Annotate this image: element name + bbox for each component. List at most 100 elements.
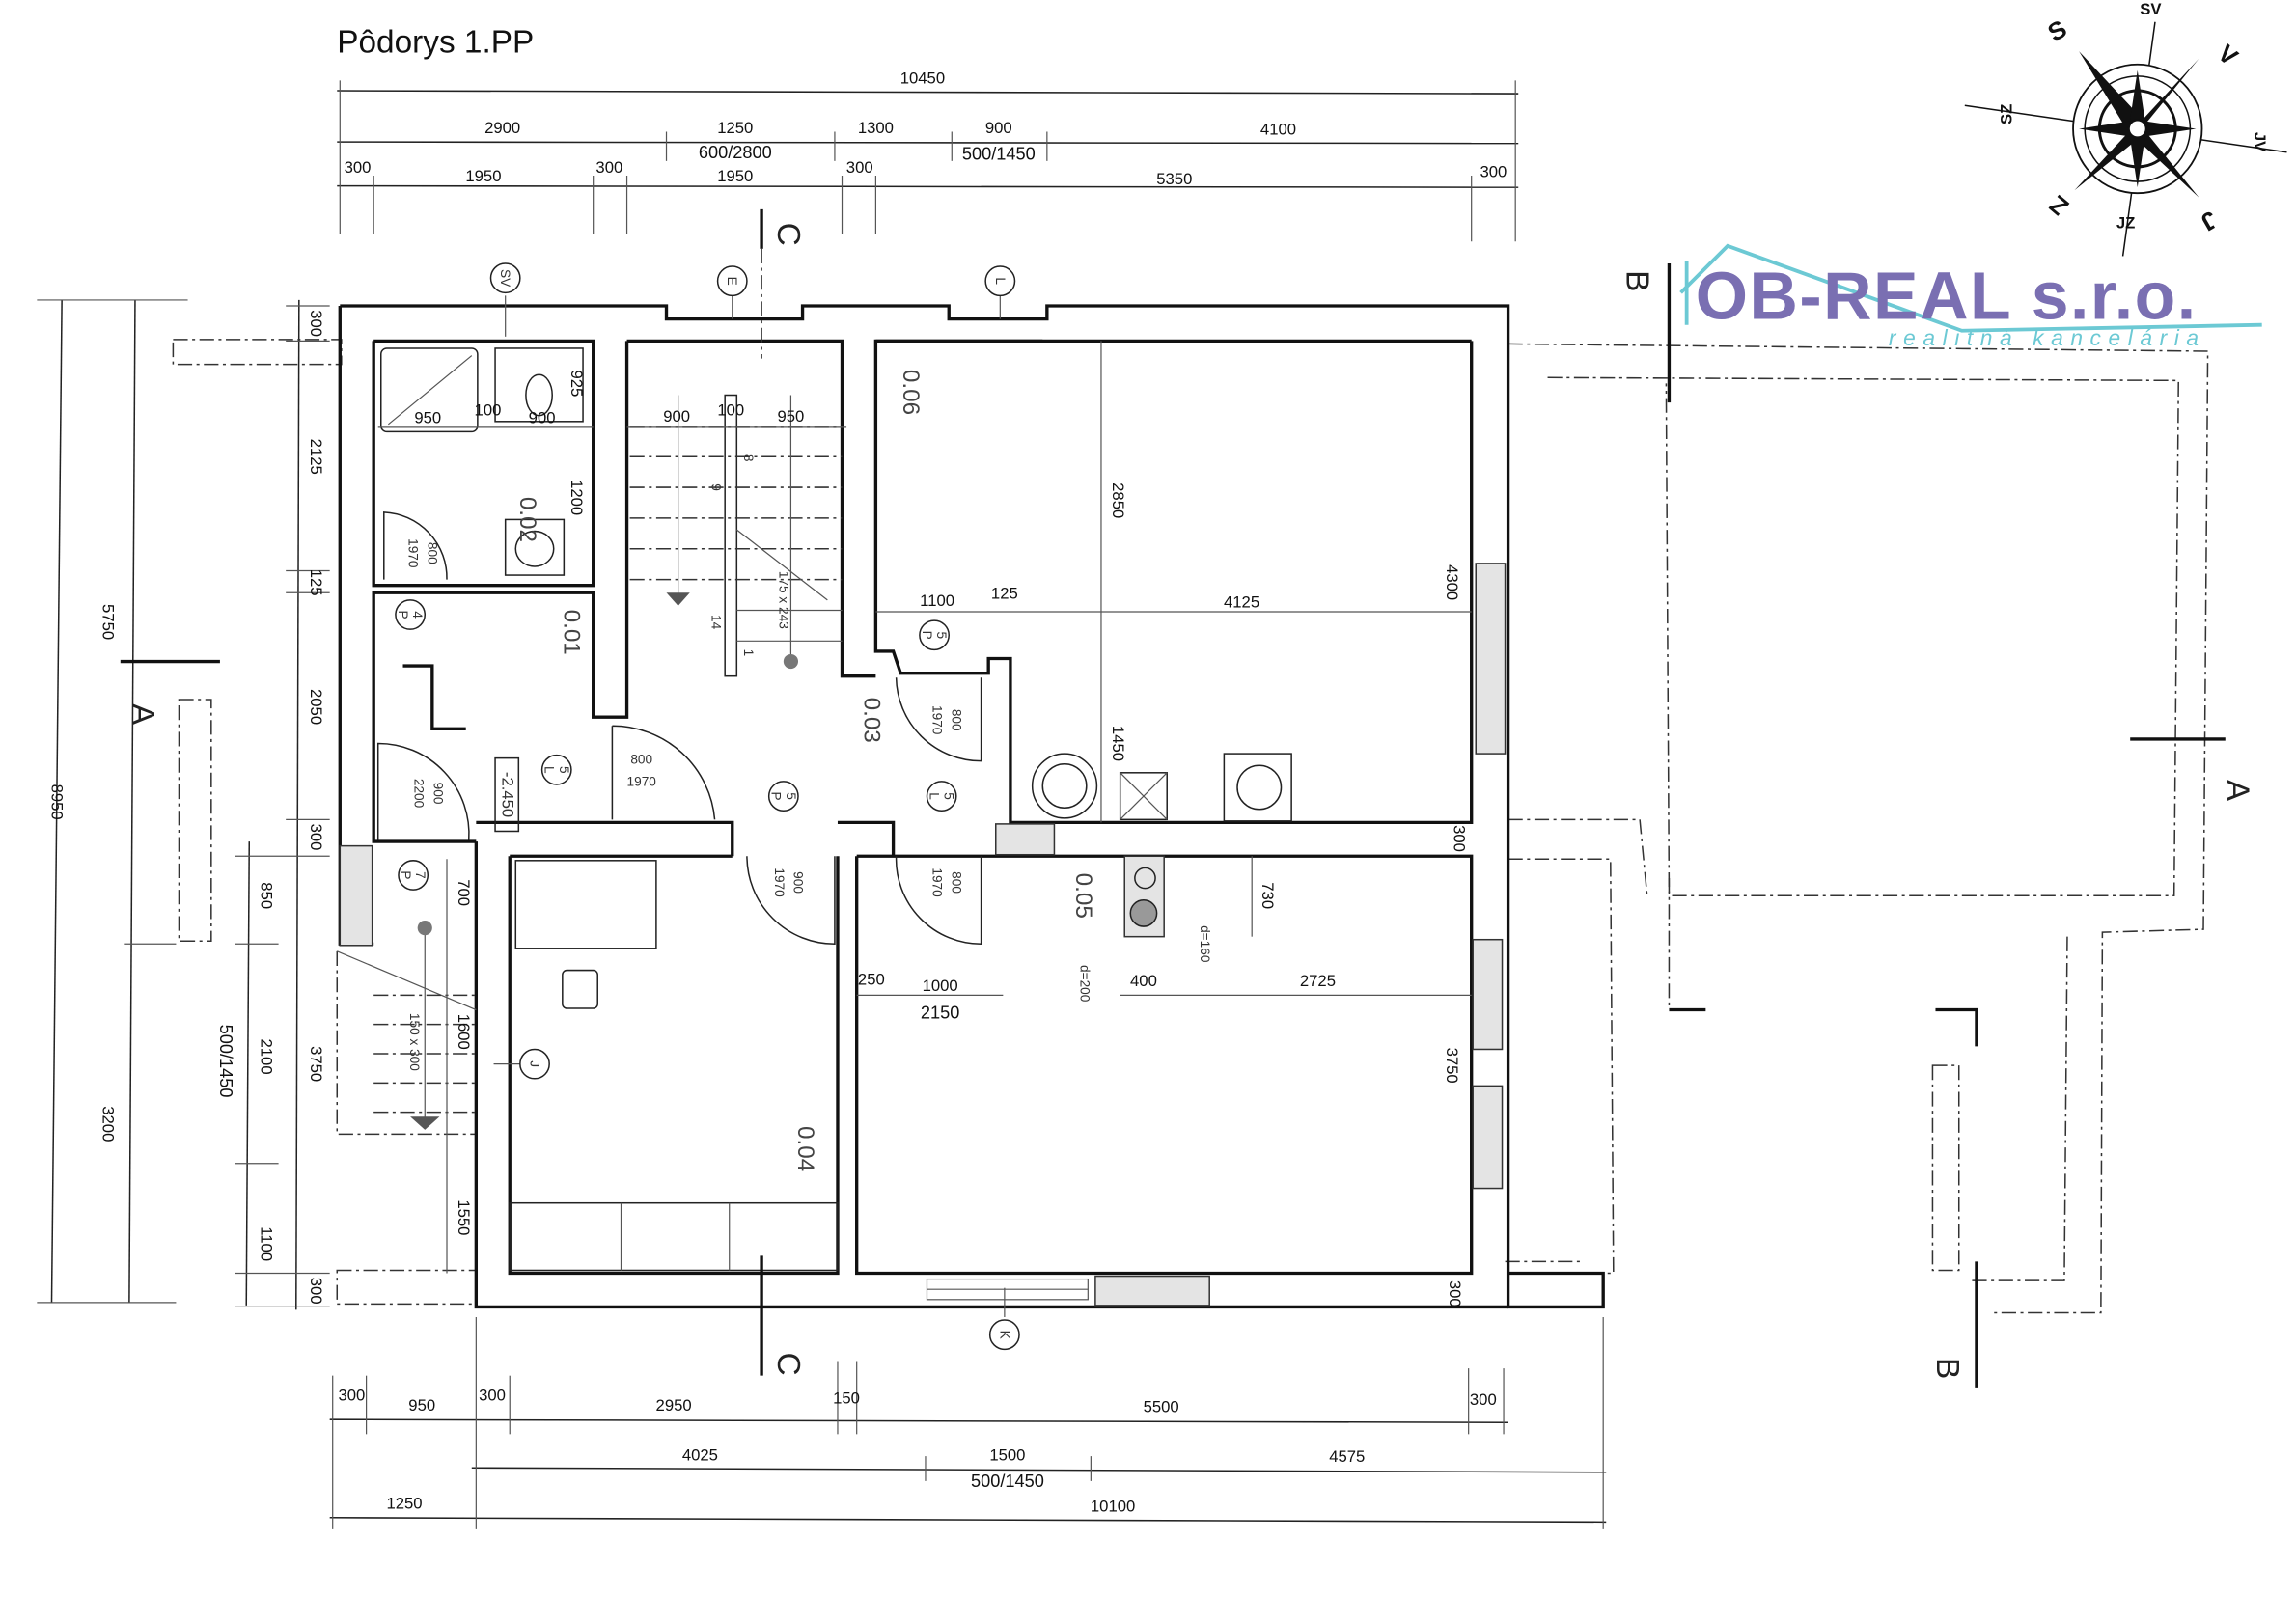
logo-text: OB-REAL s.r.o. — [1696, 259, 2198, 334]
drain — [1119, 772, 1168, 821]
dim-label: 900 — [663, 407, 690, 426]
section-c-top: C — [770, 223, 806, 246]
washing-machine — [1223, 753, 1292, 822]
svg-text:L: L — [993, 277, 1008, 285]
door-size: 1970 — [627, 774, 657, 788]
shower-tray — [380, 347, 479, 433]
svg-text:P: P — [399, 870, 413, 879]
plan-title: Pôdorys 1.PP — [337, 25, 534, 61]
svg-text:P: P — [769, 792, 784, 801]
door-size: 900 — [790, 871, 805, 894]
dim-label: 500/1450 — [962, 144, 1036, 163]
room-005: 0.05 — [1070, 873, 1096, 919]
dim-label: 300 — [307, 310, 325, 337]
dim-label: 1250 — [386, 1495, 422, 1513]
door-size: 1970 — [406, 538, 421, 568]
step-number: 9 — [709, 483, 724, 491]
dim-label: 1100 — [920, 591, 954, 610]
dim-label: 2950 — [656, 1396, 692, 1415]
fixtures — [380, 347, 1292, 1272]
compass-z: Z — [2045, 190, 2074, 221]
room-labels: 0.01 0.02 0.03 0.04 0.05 0.06 -2.450 — [402, 370, 1096, 1171]
left-dimensions: 8950 5750 3200 300 2125 125 2050 300 375… — [37, 299, 330, 1310]
door-size: 800 — [630, 753, 652, 767]
dim-label: 2050 — [307, 689, 325, 725]
svg-text:5: 5 — [934, 631, 949, 639]
dim-label: 3750 — [1443, 1048, 1461, 1084]
axis-marker: SV — [489, 262, 521, 294]
dim-label: 1500 — [989, 1446, 1025, 1465]
compass-rose: S SV V JV J JZ Z SZ — [1964, 0, 2287, 257]
dim-label: 600/2800 — [699, 143, 772, 162]
door-size: 1970 — [930, 867, 945, 897]
dim-label: 850 — [257, 882, 275, 909]
staircase: 900 100 950 175 x 243 8 9 14 1 150 x 300… — [337, 394, 847, 1274]
section-markers: C C A A B B — [120, 208, 2255, 1388]
toilet — [494, 347, 584, 423]
dim-label: 5350 — [1156, 170, 1192, 188]
svg-text:5: 5 — [784, 792, 798, 800]
door-size: 800 — [949, 871, 963, 894]
dim-label: 1100 — [257, 1226, 275, 1261]
interior-dimensions: 2850 1100 125 4125 4300 1450 300 730 d=1… — [856, 341, 1472, 1307]
flue-diameter: d=200 — [1078, 965, 1093, 1003]
compass-sv: SV — [2140, 0, 2161, 18]
walls — [338, 304, 1605, 1309]
dim-label: 2150 — [921, 1004, 959, 1023]
dim-label: 150 — [833, 1389, 860, 1407]
room-003: 0.03 — [858, 698, 884, 743]
dim-label: 730 — [1259, 882, 1277, 909]
svg-text:E: E — [725, 277, 739, 286]
dim-label: 4125 — [1224, 592, 1259, 611]
svg-text:L: L — [542, 766, 557, 774]
dim-label: 950 — [778, 407, 805, 426]
dim-label: 1000 — [923, 977, 958, 995]
dim-label: 100 — [475, 401, 502, 420]
wardrobe — [509, 1201, 839, 1272]
dim-label: 925 — [567, 370, 586, 397]
dim-label: 300 — [307, 824, 325, 851]
dim-label: 4300 — [1443, 564, 1461, 600]
dim-label: 2100 — [257, 1038, 275, 1074]
section-a-right: A — [2219, 780, 2255, 802]
compass-sz: SZ — [1997, 104, 2015, 124]
terrace-outline — [172, 339, 2209, 1314]
top-dimensions: 10450 2900 1250 1300 900 4100 600/2800 5… — [337, 69, 1519, 242]
step-number: 14 — [709, 615, 724, 630]
room-002: 0.02 — [514, 497, 540, 542]
dim-label: 300 — [1446, 1280, 1464, 1307]
section-b-top: B — [1618, 270, 1654, 291]
compass-s: S — [2043, 15, 2071, 47]
dim-label: 5750 — [99, 604, 118, 640]
room-006: 0.06 — [898, 370, 924, 415]
dim-label: 4100 — [1260, 121, 1296, 139]
axis-marker: L — [984, 265, 1016, 297]
axis-marker: E — [716, 265, 748, 297]
axis-marker: K — [988, 1319, 1020, 1351]
stair-step-size: 150 x 300 — [407, 1013, 422, 1071]
dim-label: 300 — [1470, 1390, 1497, 1409]
company-logo: OB-REAL s.r.o. realitná kancelária — [1679, 243, 2262, 350]
svg-text:P: P — [920, 631, 934, 640]
svg-text:5: 5 — [557, 766, 571, 774]
dim-label: 125 — [307, 569, 325, 596]
bathroom-dimensions: 950 100 900 925 1200 — [377, 370, 594, 515]
door-size: 2200 — [412, 779, 427, 809]
dim-label: 3200 — [99, 1106, 118, 1142]
dim-label: 4575 — [1329, 1447, 1365, 1466]
dim-label: 100 — [717, 401, 744, 420]
svg-text:4: 4 — [410, 611, 425, 619]
dim-label: 1550 — [455, 1199, 473, 1235]
dim-label: 500/1450 — [971, 1472, 1044, 1491]
room-004: 0.04 — [792, 1126, 818, 1171]
dim-label: 300 — [339, 1386, 366, 1404]
stair-step-size: 175 x 243 — [776, 571, 790, 629]
dim-label: 1250 — [717, 119, 753, 137]
dim-label: 2725 — [1300, 972, 1336, 990]
dim-label: 10100 — [1091, 1498, 1135, 1516]
door-size: 1970 — [930, 705, 945, 735]
svg-text:5: 5 — [942, 792, 956, 800]
section-c-bottom: C — [770, 1353, 806, 1376]
dim-label: 900 — [985, 119, 1012, 137]
